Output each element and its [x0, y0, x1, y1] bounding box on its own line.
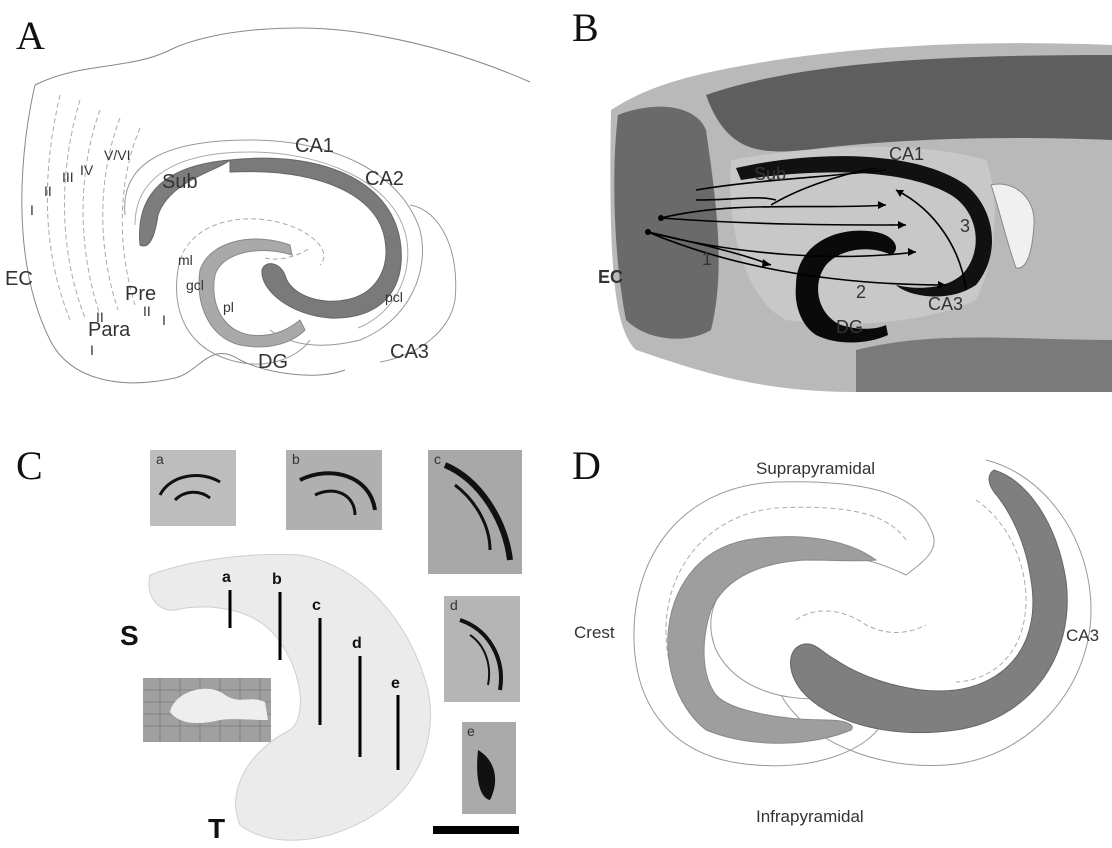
c-label-s: S [120, 620, 139, 651]
d-label-infrapyramidal: Infrapyramidal [756, 807, 864, 826]
panel-c: C a b c d e [0, 420, 556, 848]
panel-d: D Suprapyramidal Crest CA3 Infrapyramida… [556, 420, 1112, 848]
panel-d-letter: D [572, 442, 601, 489]
a-label-layer-iv: IV [80, 162, 94, 178]
thumb-e-label: e [467, 723, 475, 739]
thumb-c: c [428, 450, 522, 574]
a-label-pre-i: I [162, 312, 166, 328]
panel-b: B [556, 0, 1112, 420]
panel-b-micrograph: Sub CA1 EC DG CA3 1 2 3 [556, 0, 1112, 420]
thumb-d: d [444, 596, 520, 702]
thumb-c-label: c [434, 451, 441, 467]
a-label-ec: EC [5, 268, 33, 290]
b-label-ca3: CA3 [928, 294, 963, 314]
a-label-para: Para [88, 319, 131, 341]
c-label-a: a [222, 569, 231, 586]
panel-a: A CA1 CA2 CA3 Sub DG EC Pre Para ml gcl [0, 0, 556, 420]
a-label-layer-i: I [30, 202, 34, 218]
panel-a-letter: A [16, 12, 45, 59]
c-label-b: b [272, 571, 282, 588]
a-label-layer-iii: III [62, 169, 74, 185]
a-label-ca1: CA1 [295, 135, 334, 157]
b-label-ca1: CA1 [889, 144, 924, 164]
b-label-path-2: 2 [856, 282, 866, 302]
panel-c-letter: C [16, 442, 43, 489]
panel-c-figure: a b c d e [0, 420, 556, 848]
inset-grid-photo [143, 678, 271, 742]
a-label-sub: Sub [162, 171, 198, 193]
a-label-pcl: pcl [385, 289, 403, 305]
a-label-layer-vvi: V/VI [104, 147, 130, 163]
thumb-e: e [462, 722, 516, 814]
a-label-dg: DG [258, 351, 288, 373]
c-label-e: e [391, 675, 400, 692]
a-label-layer-ii: II [44, 183, 52, 199]
thumb-d-label: d [450, 597, 458, 613]
panel-b-letter: B [572, 4, 599, 51]
thumb-b-label: b [292, 451, 300, 467]
c-label-d: d [352, 635, 362, 652]
panel-a-diagram: CA1 CA2 CA3 Sub DG EC Pre Para ml gcl pl… [0, 0, 556, 420]
a-label-pl: pl [223, 299, 234, 315]
a-label-pre-ii: II [143, 303, 151, 319]
a-label-ca3: CA3 [390, 341, 429, 363]
scale-bar [433, 826, 519, 834]
b-label-path-3: 3 [960, 216, 970, 236]
b-label-dg: DG [836, 317, 863, 337]
c-label-t: T [208, 813, 225, 844]
a-label-pre: Pre [125, 283, 156, 305]
a-label-para-i: I [90, 342, 94, 358]
c-label-c: c [312, 597, 321, 614]
thumb-b: b [286, 450, 382, 530]
thumb-a-label: a [156, 451, 164, 467]
panel-d-diagram: Suprapyramidal Crest CA3 Infrapyramidal [556, 420, 1112, 848]
d-label-crest: Crest [574, 623, 615, 642]
a-label-gcl: gcl [186, 277, 204, 293]
a-label-ca2: CA2 [365, 168, 404, 190]
d-label-suprapyramidal: Suprapyramidal [756, 459, 875, 478]
d-label-ca3: CA3 [1066, 626, 1099, 645]
a-label-para-ii: II [96, 309, 104, 325]
b-label-sub: Sub [754, 164, 786, 184]
thumb-a: a [150, 450, 236, 526]
b-label-ec: EC [598, 267, 623, 287]
a-label-ml: ml [178, 252, 193, 268]
b-label-path-1: 1 [702, 249, 712, 269]
